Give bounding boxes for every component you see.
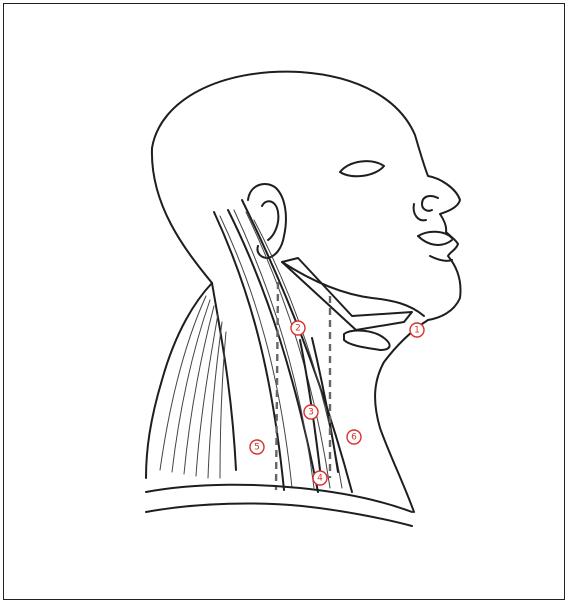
level-marker-5: 5: [250, 440, 264, 454]
nose-wing: [414, 204, 426, 220]
clavicle-upper: [146, 485, 412, 512]
neck-back: [146, 283, 212, 478]
level-marker-1: 1: [410, 323, 424, 337]
scalene-strand-2: [312, 338, 338, 472]
trapezius-fiber: [172, 300, 210, 472]
head-outline: [152, 72, 461, 320]
level-marker-label: 6: [351, 433, 357, 443]
eye: [340, 161, 384, 176]
trapezius-fiber: [196, 314, 218, 476]
mouth-lower-lip: [418, 236, 452, 245]
level-marker-label: 2: [295, 324, 301, 334]
level-marker-label: 3: [308, 408, 314, 418]
level-marker-4: 4: [313, 471, 327, 485]
level-marker-6: 6: [347, 430, 361, 444]
clavicle-lower: [146, 504, 412, 526]
level-marker-2: 2: [291, 321, 305, 335]
jaw-line: [282, 262, 424, 316]
level-marker-label: 5: [254, 443, 260, 453]
scm-inner-line: [228, 210, 318, 492]
level-marker-label: 4: [317, 474, 323, 484]
ear-inner: [262, 201, 278, 240]
nostril: [422, 196, 438, 211]
level-marker-label: 1: [414, 326, 420, 336]
level-marker-3: 3: [304, 405, 318, 419]
digastric-muscle: [282, 258, 412, 330]
hyoid-bone: [344, 331, 390, 350]
neck-front: [375, 320, 428, 512]
